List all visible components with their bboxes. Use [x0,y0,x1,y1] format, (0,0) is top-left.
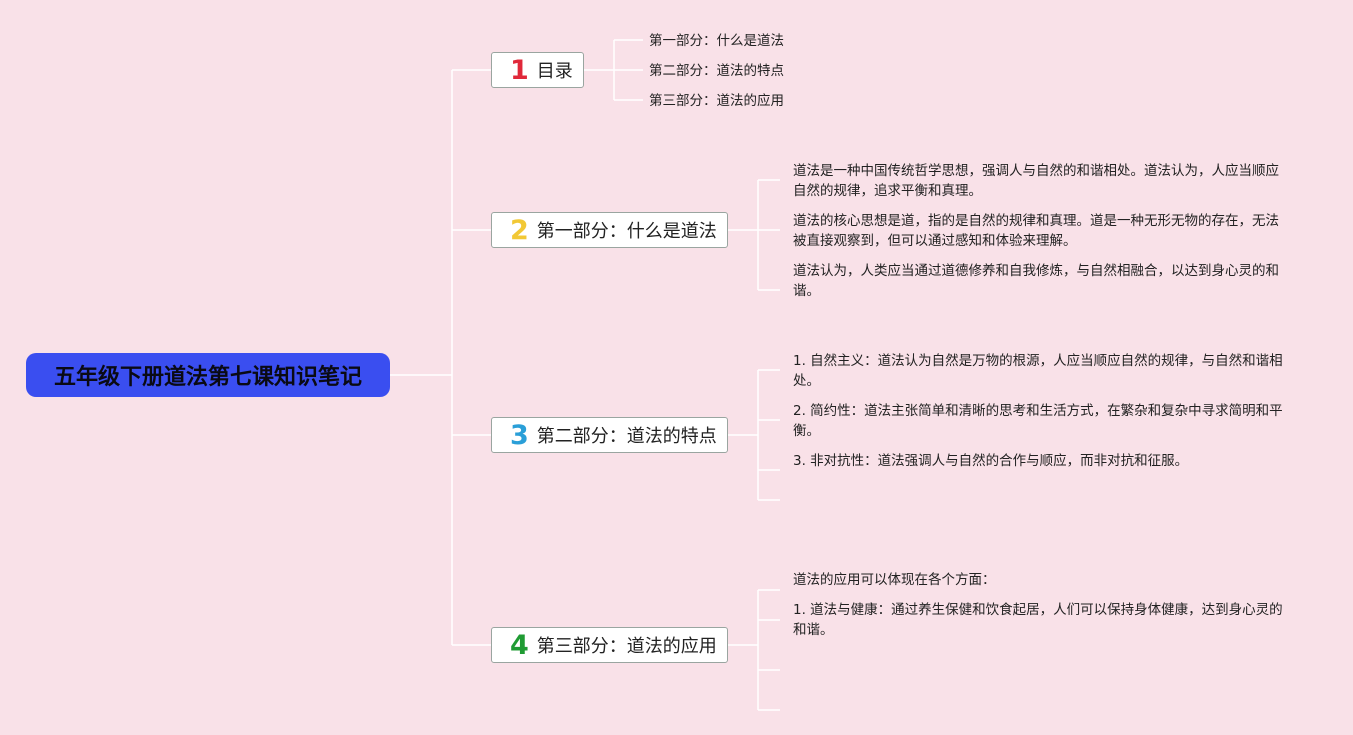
leaf-toc-item[interactable]: 第二部分：道法的特点 [649,63,784,79]
leaf-paragraph[interactable]: 1. 自然主义：道法认为自然是万物的根源，人应当顺应自然的规律，与自然和谐相处。 [793,353,1283,389]
branch-node-part2[interactable]: 3 第二部分：道法的特点 [491,417,728,453]
leaf-paragraph[interactable]: 道法的应用可以体现在各个方面： [793,572,996,588]
branch-node-toc[interactable]: 1 目录 [491,52,584,88]
root-node[interactable]: 五年级下册道法第七课知识笔记 [26,353,390,397]
branch-label: 第三部分：道法的应用 [536,636,717,657]
branch-node-part1[interactable]: 2 第一部分：什么是道法 [491,212,728,248]
number-2-icon: 2 [510,214,529,246]
leaf-paragraph[interactable]: 3. 非对抗性：道法强调人与自然的合作与顺应，而非对抗和征服。 [793,453,1189,469]
leaf-toc-item[interactable]: 第三部分：道法的应用 [649,93,784,109]
number-3-icon: 3 [510,419,529,451]
leaf-toc-item[interactable]: 第一部分：什么是道法 [649,33,784,49]
leaf-paragraph[interactable]: 道法的核心思想是道，指的是自然的规律和真理。道是一种无形无物的存在，无法被直接观… [793,213,1279,249]
leaf-paragraph[interactable]: 2. 简约性：道法主张简单和清晰的思考和生活方式，在繁杂和复杂中寻求简明和平衡。 [793,403,1283,439]
root-title: 五年级下册道法第七课知识笔记 [53,365,362,390]
number-1-icon: 1 [510,54,529,86]
leaf-paragraph[interactable]: 道法是一种中国传统哲学思想，强调人与自然的和谐相处。道法认为，人应当顺应自然的规… [793,163,1279,199]
leaf-paragraph[interactable]: 1. 道法与健康：通过养生保健和饮食起居，人们可以保持身体健康，达到身心灵的和谐… [793,602,1283,638]
branch-label: 目录 [536,61,573,82]
number-4-icon: 4 [510,629,529,661]
branch-label: 第一部分：什么是道法 [536,221,717,242]
branch-label: 第二部分：道法的特点 [536,426,717,447]
leaf-paragraph[interactable]: 道法认为，人类应当通过道德修养和自我修炼，与自然相融合，以达到身心灵的和谐。 [793,263,1279,299]
branch-node-part3[interactable]: 4 第三部分：道法的应用 [491,627,728,663]
